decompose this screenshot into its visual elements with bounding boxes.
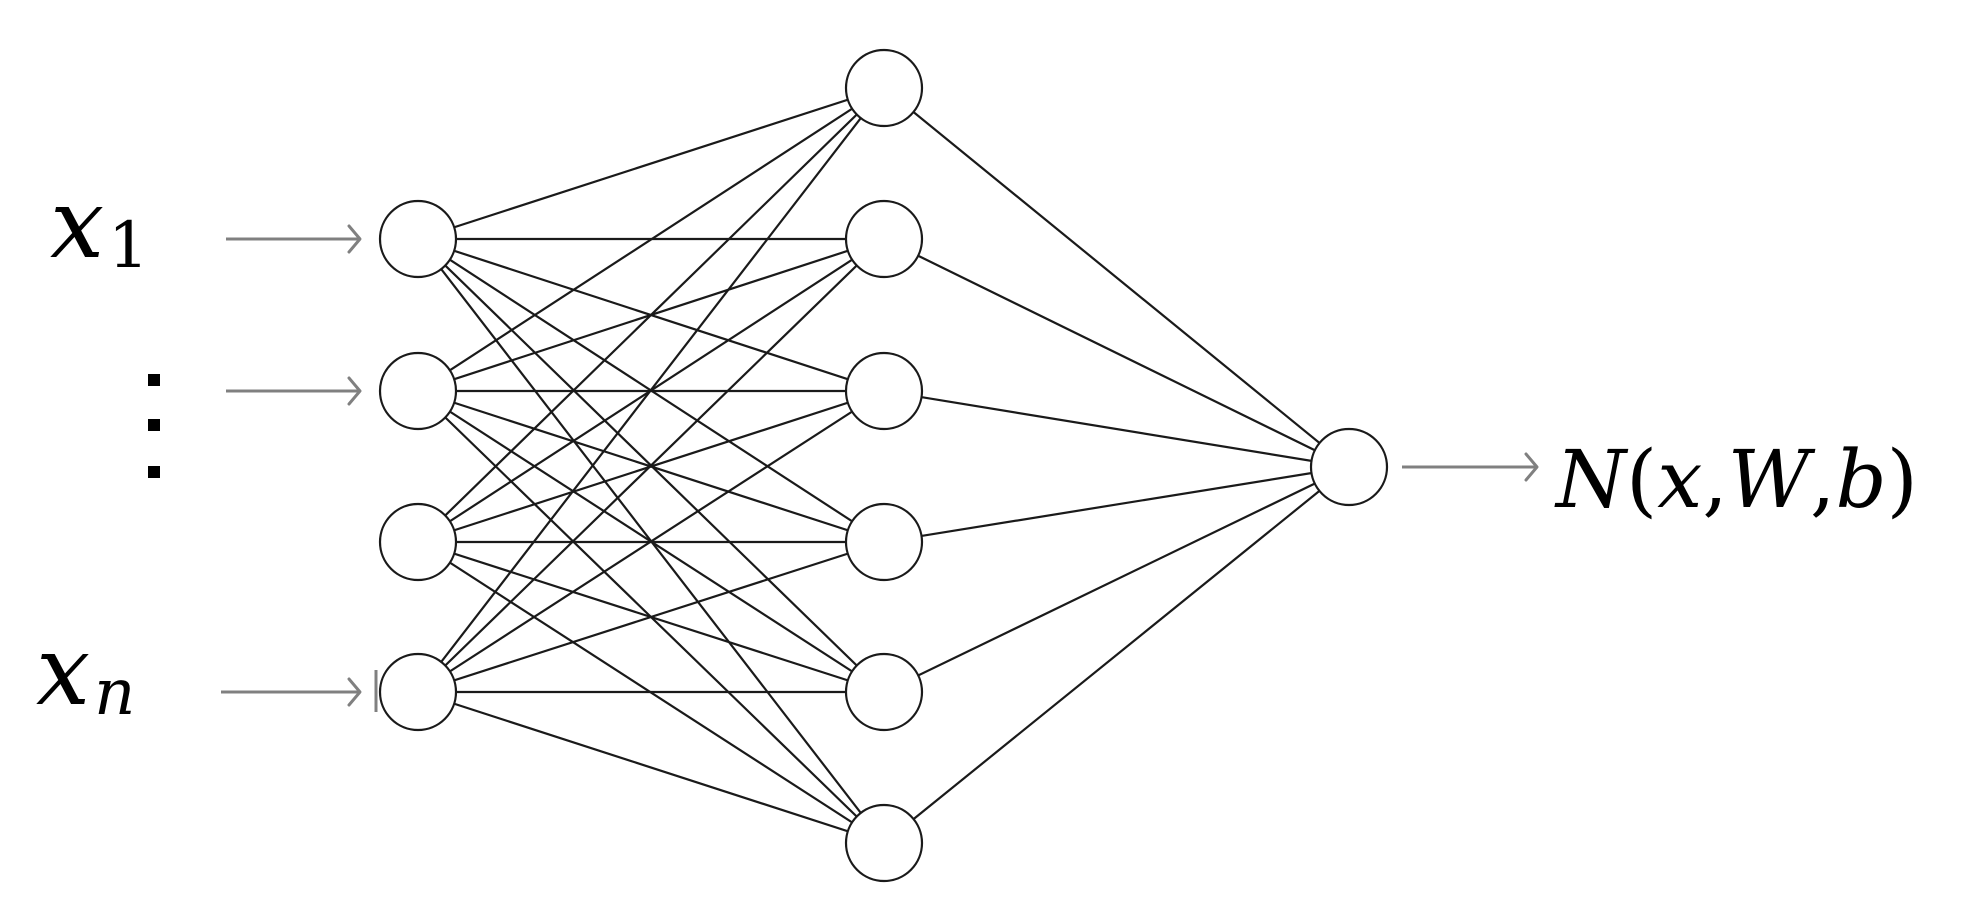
hidden-node-5 <box>844 652 924 732</box>
output-label: N(x,W,b) <box>1554 433 1918 526</box>
output-sep-2: , <box>1810 433 1835 526</box>
output-close-paren: ) <box>1887 433 1918 526</box>
arrows-layer <box>221 224 1539 712</box>
hidden-node-1 <box>844 48 924 128</box>
input-label-first: x1 <box>50 168 149 283</box>
output-arrow <box>1402 452 1539 482</box>
edge-l0-1-to-0 <box>417 87 885 392</box>
edge-l1-0-to-0 <box>883 87 1350 468</box>
input-arrow-2 <box>226 376 362 406</box>
hidden-node-3 <box>844 351 924 431</box>
edge-l0-3-to-2 <box>417 390 885 693</box>
edge-l1-4-to-0 <box>883 466 1350 693</box>
hidden-node-6 <box>844 803 924 883</box>
output-arg-w: W <box>1728 433 1816 526</box>
edge-l1-3-to-0 <box>883 465 1350 544</box>
output-sep-1: , <box>1702 433 1727 526</box>
input-node-1 <box>378 199 458 279</box>
edge-l0-2-to-0 <box>417 87 885 543</box>
nodes-layer <box>378 48 1389 883</box>
output-arg-x: x <box>1657 433 1702 526</box>
edge-l1-2-to-0 <box>883 389 1350 469</box>
input-arrow-4 <box>221 677 362 707</box>
edge-l1-5-to-0 <box>883 466 1350 844</box>
output-func: N <box>1554 433 1629 526</box>
output-node-1 <box>1309 427 1389 507</box>
hidden-node-2 <box>844 199 924 279</box>
edges-layer <box>417 86 1350 845</box>
edge-l0-3-to-1 <box>417 238 885 693</box>
edge-l0-3-to-0 <box>417 87 885 693</box>
input-label-first-sub: 1 <box>108 209 149 283</box>
output-open-paren: ( <box>1626 433 1657 526</box>
input-node-4 <box>378 652 458 732</box>
vertical-ellipsis-icon <box>148 374 160 478</box>
edge-l0-3-to-5 <box>417 690 885 845</box>
input-node-3 <box>378 502 458 582</box>
input-label-last-sub: n <box>94 656 135 730</box>
edge-l0-0-to-0 <box>417 86 885 241</box>
edge-l1-1-to-0 <box>883 238 1350 468</box>
input-label-last-var: x <box>36 615 90 727</box>
input-node-2 <box>378 351 458 431</box>
input-label-last: xn <box>36 615 135 730</box>
edge-l0-3-to-3 <box>417 540 885 694</box>
input-arrow-1 <box>226 224 362 254</box>
output-arg-b: b <box>1835 433 1886 526</box>
input-label-first-var: x <box>50 168 104 280</box>
hidden-node-4 <box>844 502 924 582</box>
